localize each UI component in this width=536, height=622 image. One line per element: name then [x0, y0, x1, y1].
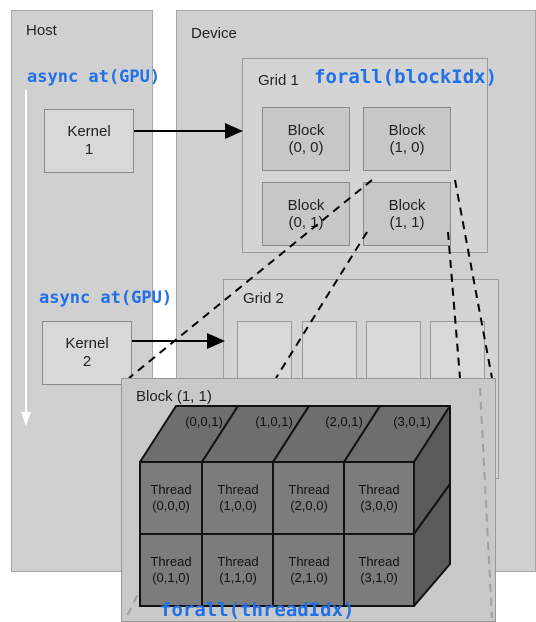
kernel-2-label: Kernel	[65, 335, 109, 352]
thread-cube: (0,0,1) (1,0,1) (2,0,1) (3,0,1) Thread (…	[125, 387, 493, 619]
top-thread-label: (2,0,1)	[325, 414, 363, 429]
thread-front-face	[201, 533, 274, 607]
thread-label: Thread	[217, 482, 258, 497]
thread-projection-lines	[125, 387, 493, 619]
block-1-0-index: (1, 0)	[389, 139, 425, 156]
cube-front-faces	[139, 461, 415, 607]
block-1-1-label: Block	[388, 196, 426, 214]
thread-label: Thread	[358, 482, 399, 497]
grid-1-title: Grid 1	[258, 72, 299, 89]
forall-threadidx-label: forall(threadIdx)	[160, 599, 355, 621]
block-1-1: Block (1, 1)	[363, 182, 451, 246]
kernel-1-label: Kernel	[67, 123, 111, 140]
thread-label: Thread	[288, 554, 329, 569]
thread-index: (0,0,0)	[152, 498, 190, 513]
top-thread-labels: (0,0,1) (1,0,1) (2,0,1) (3,0,1)	[185, 414, 431, 429]
block-0-0: Block (0, 0)	[262, 107, 350, 171]
thread-label: Thread	[358, 554, 399, 569]
grid-2-block	[237, 321, 292, 381]
thread-index: (2,1,0)	[290, 570, 328, 585]
thread-index: (1,1,0)	[219, 570, 257, 585]
block-1-0-label: Block	[388, 121, 426, 139]
grid-projection-lines	[128, 179, 493, 379]
thread-index: (3,1,0)	[360, 570, 398, 585]
async-label-1: async at(GPU)	[27, 67, 161, 87]
thread-index: (2,0,0)	[290, 498, 328, 513]
device-title: Device	[191, 25, 237, 42]
block-0-1: Block (0, 1)	[262, 182, 350, 246]
thread-front-face	[343, 533, 415, 607]
kernel-1-number: 1	[84, 141, 94, 158]
thread-index: (0,1,0)	[152, 570, 190, 585]
top-thread-label: (3,0,1)	[393, 414, 431, 429]
thread-front-face	[272, 533, 345, 607]
grid-2-block	[366, 321, 421, 381]
forall-blockidx-label: forall(blockIdx)	[314, 66, 498, 88]
thread-index: (3,0,0)	[360, 498, 398, 513]
block-0-1-label: Block	[287, 196, 325, 214]
block-0-0-index: (0, 0)	[288, 139, 324, 156]
thread-label: Thread	[150, 482, 191, 497]
thread-index: (1,0,0)	[219, 498, 257, 513]
thread-label: Thread	[288, 482, 329, 497]
grid-2-block	[302, 321, 357, 381]
async-label-2: async at(GPU)	[39, 288, 173, 308]
grid-2-title: Grid 2	[243, 290, 284, 307]
top-thread-label: (0,0,1)	[185, 414, 223, 429]
kernel-2-box: Kernel 2	[42, 321, 132, 385]
top-thread-label: (1,0,1)	[255, 414, 293, 429]
time-arrow-head	[21, 412, 31, 426]
block-0-0-label: Block	[287, 121, 325, 139]
zoom-block-title: Block (1, 1)	[136, 388, 212, 405]
kernel-2-number: 2	[82, 353, 92, 370]
thread-front-face	[201, 461, 274, 535]
block-1-1-index: (1, 1)	[389, 214, 425, 231]
thread-label: Thread	[217, 554, 258, 569]
thread-front-face	[272, 461, 345, 535]
kernel-1-box: Kernel 1	[44, 109, 134, 173]
thread-label: Thread	[150, 554, 191, 569]
block-1-0: Block (1, 0)	[363, 107, 451, 171]
thread-front-face	[139, 533, 203, 607]
host-title: Host	[26, 22, 57, 39]
